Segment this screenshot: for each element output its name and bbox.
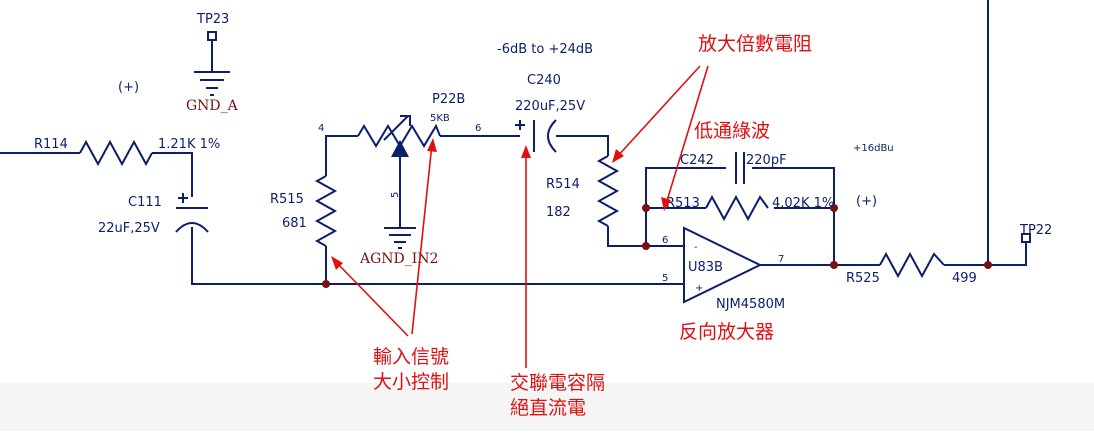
- r114-ref: R114: [34, 137, 68, 152]
- gain-range-label: -6dB to +24dB: [497, 42, 593, 57]
- potentiometer-p22b: P22B 5KB: [357, 92, 465, 157]
- gnd-a-label: GND_A: [186, 98, 239, 114]
- p22b-value: 5KB: [430, 113, 450, 124]
- pin-5-opamp: 5: [662, 273, 668, 284]
- u83b-ref: U83B: [688, 260, 723, 275]
- test-point-tp22: TP22: [1019, 223, 1052, 243]
- annotation-input-level-2: 大小控制: [373, 371, 449, 393]
- tp23-label: TP23: [196, 12, 229, 27]
- opamp-minus-pin: -: [694, 242, 698, 253]
- c240-ref: C240: [527, 73, 561, 88]
- c240-value: 220uF,25V: [515, 99, 585, 114]
- junctions: [322, 204, 992, 288]
- r514-ref: R514: [546, 177, 580, 192]
- annotation-input-level-1: 輸入信號: [373, 346, 449, 368]
- c111-ref: C111: [128, 195, 162, 210]
- r114-value: 1.21K 1%: [158, 137, 220, 152]
- r525-value: 499: [952, 271, 977, 286]
- ground-symbol-gnd-a: GND_A: [186, 71, 239, 114]
- level-label: +16dBu: [853, 143, 894, 154]
- annotations: 放大倍數電阻 低通綠波 反向放大器 輸入信號 大小控制 交聯電容隔 絕直流電: [373, 33, 812, 419]
- pin-6-pot: 6: [475, 123, 481, 134]
- annotation-inverting-amp: 反向放大器: [679, 321, 774, 343]
- pin-5-pot: 5: [390, 192, 401, 198]
- r514-value: 182: [546, 205, 571, 220]
- bottom-band: [0, 383, 1094, 431]
- resistor-r513: R513 4.02K 1%: [666, 194, 834, 222]
- annotation-gain-resistor: 放大倍數電阻: [698, 33, 812, 55]
- pin-4: 4: [318, 123, 324, 134]
- r513-value: 4.02K 1%: [772, 196, 834, 211]
- c111-value: 22uF,25V: [98, 221, 160, 236]
- tp22-label: TP22: [1019, 223, 1052, 238]
- opamp-u83b: - + U83B NJM4580M: [683, 226, 785, 312]
- resistor-r514: R514 182: [546, 155, 620, 227]
- opamp-plus-pin: +: [695, 283, 703, 294]
- pin-7-opamp: 7: [778, 254, 784, 265]
- r513-ref: R513: [666, 196, 700, 211]
- annotation-lowpass: 低通綠波: [694, 120, 770, 142]
- pin-6-opamp: 6: [662, 235, 668, 246]
- r515-value: 681: [282, 216, 307, 231]
- pin-numbers: 4 6 5 6 5 7: [318, 123, 784, 284]
- c242-ref: C242: [680, 153, 714, 168]
- u83b-part: NJM4580M: [716, 297, 785, 312]
- annotation-ac-coupling-2: 絕直流電: [510, 397, 586, 419]
- r525-ref: R525: [846, 271, 880, 286]
- capacitor-c240: C240 220uF,25V: [515, 73, 585, 153]
- p22b-ref: P22B: [432, 92, 465, 107]
- ground-symbol-agnd-in2: AGND_IN2: [359, 227, 438, 267]
- resistor-r114: R114 1.21K 1%: [34, 137, 220, 167]
- annotation-arrows: [331, 65, 709, 368]
- plus-marker-left: (+): [118, 80, 139, 95]
- test-point-tp23: TP23: [196, 12, 229, 41]
- c242-value: 220pF: [746, 153, 787, 168]
- wires: [0, 0, 1027, 285]
- agnd-in2-label: AGND_IN2: [359, 251, 438, 267]
- r515-ref: R515: [270, 192, 304, 207]
- capacitor-c111: C111 22uF,25V: [98, 193, 209, 236]
- resistor-r515: R515 681: [270, 175, 338, 247]
- capacitor-c242: C242 220pF: [680, 152, 787, 184]
- annotation-ac-coupling-1: 交聯電容隔: [510, 372, 605, 394]
- plus-marker-right: (+): [856, 194, 877, 209]
- resistor-r525: R525 499: [846, 251, 977, 286]
